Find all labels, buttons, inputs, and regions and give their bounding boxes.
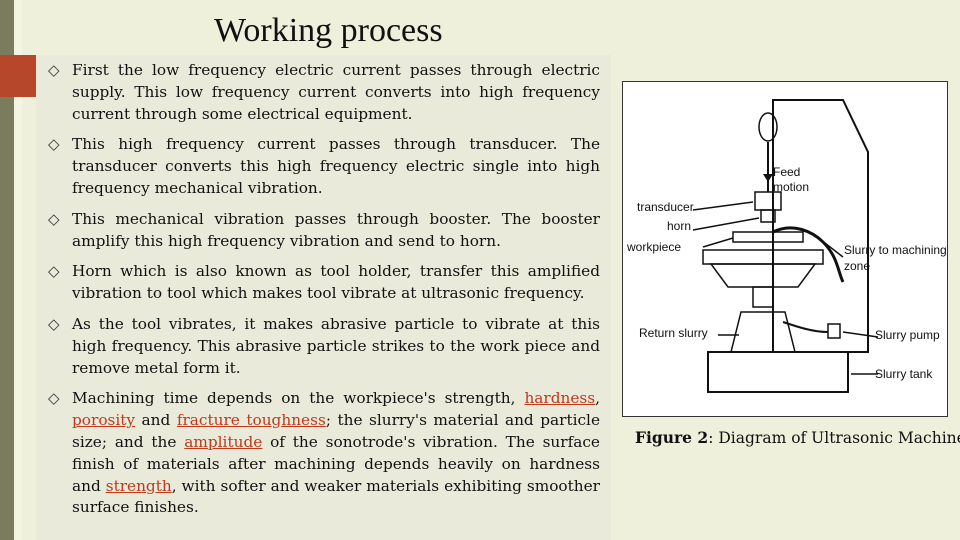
slurry-pump-arrow (842, 331, 879, 338)
machine-diagram: Feed motion transducer horn workpiece Sl… (622, 81, 948, 417)
left-decor-bar (0, 0, 14, 540)
tank-bowl (709, 263, 817, 288)
link-strength[interactable]: strength (105, 476, 172, 495)
horn-body (760, 209, 776, 223)
accent-block (0, 55, 36, 97)
slurry-pump-icon (827, 323, 841, 339)
bullet-item: ◇ First the low frequency electric curre… (48, 60, 600, 125)
machine-diagram-svg: Feed motion transducer horn workpiece Sl… (626, 99, 947, 393)
label-feed: Feed (773, 165, 800, 179)
machine-column (772, 99, 869, 353)
diamond-bullet-icon: ◇ (48, 389, 60, 408)
bullet-text: First the low frequency electric current… (72, 61, 600, 123)
base-pedestal (730, 311, 796, 353)
diamond-bullet-icon: ◇ (48, 262, 60, 281)
workpiece-arrow (702, 237, 734, 248)
return-pipe (782, 321, 829, 333)
base-plate (707, 351, 849, 393)
link-porosity[interactable]: porosity (72, 411, 136, 430)
motor-icon (758, 112, 778, 142)
label-slurry-zone-line2: zone (844, 259, 870, 273)
bullet-text: As the tool vibrates, it makes abrasive … (72, 314, 600, 377)
label-motion: motion (773, 180, 809, 194)
bullet-list: ◇ First the low frequency electric curre… (48, 60, 600, 528)
link-hardness[interactable]: hardness (524, 389, 596, 408)
label-horn: horn (667, 219, 691, 233)
label-slurry-tank: Slurry tank (875, 367, 933, 381)
label-workpiece: workpiece (626, 240, 681, 254)
bullet-item: ◇ As the tool vibrates, it makes abrasiv… (48, 314, 600, 379)
label-return-slurry: Return slurry (639, 326, 708, 340)
label-slurry-zone-line1: Slurry to machining (844, 243, 947, 257)
diamond-bullet-icon: ◇ (48, 135, 60, 154)
table-screw (752, 286, 774, 308)
bullet-text: Machining time depends on the workpiece'… (72, 389, 600, 517)
caption-figure-number: Figure 2 (635, 428, 709, 447)
horn-arrow (692, 217, 760, 231)
diamond-bullet-icon: ◇ (48, 314, 60, 333)
transducer-body (754, 191, 782, 211)
bullet-item: ◇ This high frequency current passes thr… (48, 134, 600, 199)
diamond-bullet-icon: ◇ (48, 61, 60, 79)
bullet-item: ◇ This mechanical vibration passes throu… (48, 209, 600, 253)
bullet-text: Horn which is also known as tool holder,… (72, 262, 600, 303)
figure-caption: Figure 2: Diagram of Ultrasonic Machine (635, 428, 960, 447)
label-slurry-pump: Slurry pump (875, 328, 940, 342)
bullet-item: ◇ Horn which is also known as tool holde… (48, 261, 600, 305)
transducer-arrow (692, 201, 754, 211)
label-transducer: transducer (637, 200, 694, 214)
machine-table (702, 249, 824, 265)
left-decor-stripe (14, 0, 22, 540)
link-amplitude[interactable]: amplitude (184, 432, 263, 451)
bullet-text: This high frequency current passes throu… (72, 135, 600, 197)
link-fracture-toughness[interactable]: fracture toughness (176, 411, 326, 430)
content-panel (36, 55, 611, 540)
caption-text: : Diagram of Ultrasonic Machine (708, 429, 960, 447)
slurry-zone-arrow (820, 239, 844, 258)
diamond-bullet-icon: ◇ (48, 209, 60, 228)
workpiece-block (732, 231, 804, 243)
feed-arrowhead (763, 174, 773, 182)
bullet-item: ◇ Machining time depends on the workpiec… (48, 388, 600, 519)
bullet-text: This mechanical vibration passes through… (72, 209, 600, 250)
slide-title: Working process (214, 12, 443, 49)
